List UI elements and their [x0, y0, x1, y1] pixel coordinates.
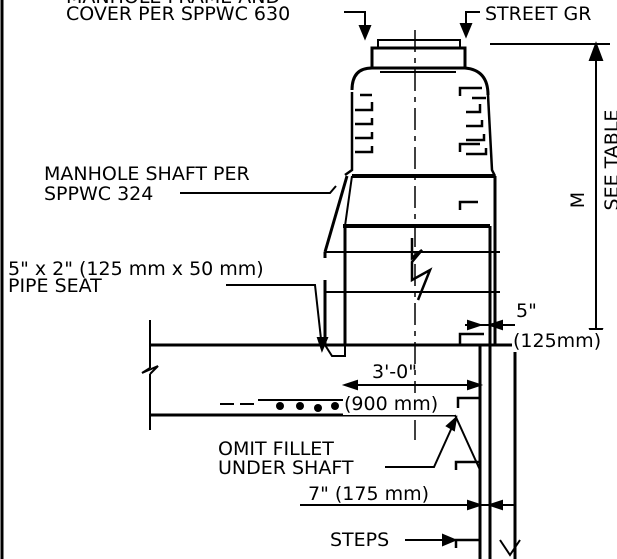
pipe-seat-label-line2: PIPE SEAT	[8, 275, 102, 297]
step-dim-mask	[306, 484, 458, 504]
offset-mm-label: (125mm)	[513, 330, 601, 352]
shaft-label-line2: SPPWC 324	[44, 183, 153, 205]
dimension-width	[341, 379, 484, 391]
steps-label: STEPS	[330, 529, 389, 551]
rebar-dots	[220, 399, 350, 412]
dimension-step	[300, 499, 515, 511]
width-mm-label: (900 mm)	[344, 393, 438, 415]
frame-label-line2: COVER PER SPPWC 630	[66, 3, 290, 25]
frame-label-line1: MANHOLE FRAME AND	[66, 0, 280, 8]
manhole-cone	[323, 175, 497, 253]
omit-label-line1: OMIT FILLET	[218, 438, 334, 460]
dim-m-label: M	[567, 192, 589, 208]
street-label: STREET GR	[485, 3, 591, 25]
shaft-label-line1: MANHOLE SHAFT PER	[44, 163, 250, 185]
dimension-offset	[465, 319, 515, 331]
manhole-frame-cover	[350, 39, 490, 96]
grade-rings	[344, 92, 497, 178]
dimension-m	[490, 41, 610, 348]
break-symbol	[410, 238, 433, 301]
leader-lines	[180, 11, 480, 547]
width-ft-label: 3'-0"	[372, 361, 417, 383]
offset-in-label: 5"	[516, 300, 537, 322]
manhole-base	[141, 320, 521, 559]
see-table-label: SEE TABLE	[601, 110, 617, 211]
pipe-seat-mask	[5, 258, 330, 280]
pipe-seat-label-line1: 5" x 2" (125 mm x 50 mm)	[8, 258, 264, 280]
step-dim-label: 7" (175 mm)	[308, 483, 429, 505]
offset-mm-mask	[512, 330, 610, 352]
width-mm-mask	[343, 393, 455, 415]
omit-label-line2: UNDER SHAFT	[218, 457, 354, 479]
